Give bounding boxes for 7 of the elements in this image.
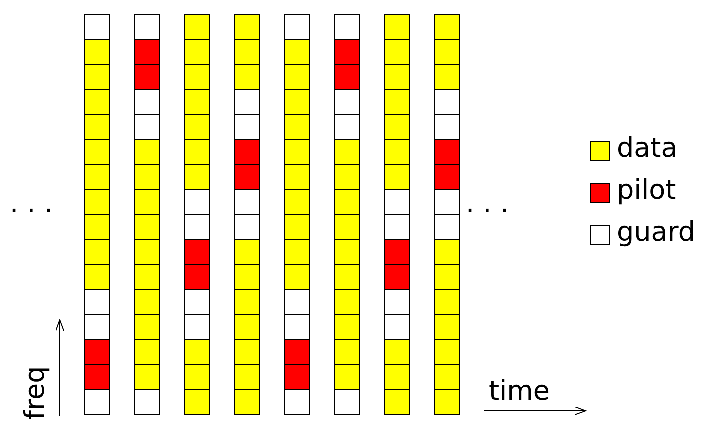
ellipsis: · · · xyxy=(10,198,53,225)
legend-label: pilot xyxy=(617,177,676,204)
legend-label: data xyxy=(617,135,678,162)
axis-label: freq xyxy=(22,366,49,420)
legend-label: guard xyxy=(617,219,696,246)
ellipsis: · · · xyxy=(466,198,509,225)
axis-label: time xyxy=(489,378,550,405)
